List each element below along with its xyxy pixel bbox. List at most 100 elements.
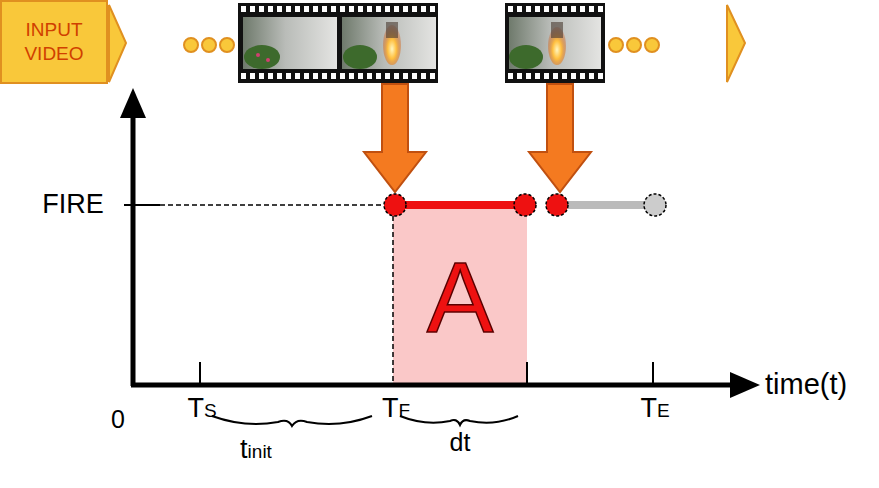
sprocket-hole [313, 6, 318, 12]
sprocket-hole [508, 73, 513, 79]
sprocket-hole [304, 6, 309, 12]
sprocket-hole [241, 73, 246, 79]
sprocket-hole [412, 73, 417, 79]
sprocket-hole [403, 6, 408, 12]
interval-label: tinit [240, 434, 272, 465]
sprocket-hole [526, 73, 531, 79]
sprocket-hole [268, 73, 273, 79]
sprocket-hole [571, 6, 576, 12]
sprocket-hole [421, 6, 426, 12]
sprocket-hole [286, 73, 291, 79]
sprocket-hole [259, 6, 264, 12]
sprocket-hole [376, 73, 381, 79]
sprocket-hole [322, 73, 327, 79]
sprocket-hole [340, 6, 345, 12]
sprocket-hole [304, 73, 309, 79]
fire-dash [160, 204, 383, 206]
input-arrow [109, 5, 126, 82]
sprocket-hole [349, 73, 354, 79]
event-dot [384, 194, 406, 216]
frame-arrow [529, 84, 591, 192]
wavy-brace [400, 416, 518, 425]
sprocket-hole [430, 6, 435, 12]
wavy-brace [212, 416, 372, 426]
sprocket-hole [589, 73, 594, 79]
sprocket-hole [358, 73, 363, 79]
tf-dash [392, 216, 394, 385]
x-axis [131, 383, 735, 388]
fire-segment [395, 201, 525, 209]
sprocket-hole [544, 73, 549, 79]
sprocket-hole [535, 73, 540, 79]
sprocket-hole [394, 73, 399, 79]
sprocket-hole [403, 73, 408, 79]
event-dot [546, 194, 568, 216]
sprocket-hole [250, 73, 255, 79]
axis-label: time(t) [765, 368, 847, 401]
sprocket-hole [430, 73, 435, 79]
sprocket-hole [571, 73, 576, 79]
sprocket-hole [553, 73, 558, 79]
interval-label: dt [450, 428, 471, 457]
event-dot [644, 194, 666, 216]
sprocket-hole [322, 6, 327, 12]
sprocket-hole [526, 6, 531, 12]
sprocket-hole [277, 6, 282, 12]
sprocket-hole [544, 6, 549, 12]
sprocket-hole [313, 73, 318, 79]
sprocket-hole [376, 6, 381, 12]
sprocket-hole [268, 6, 273, 12]
sprocket-hole [367, 73, 372, 79]
origin-label: 0 [111, 405, 125, 434]
frame-arrow [364, 84, 426, 192]
area-region [393, 205, 527, 385]
event-dot [514, 194, 536, 216]
time-label: TF [382, 393, 410, 424]
area-label-text: A [427, 235, 494, 360]
time-label: TS [187, 393, 216, 424]
sprocket-hole [562, 6, 567, 12]
sprocket-hole [331, 73, 336, 79]
sprocket-hole [295, 6, 300, 12]
sprocket-hole [517, 73, 522, 79]
sprocket-hole [295, 73, 300, 79]
sprocket-hole [580, 6, 585, 12]
sprocket-hole [598, 73, 603, 79]
sprocket-hole [589, 6, 594, 12]
sprocket-hole [241, 6, 246, 12]
sprocket-holes [241, 6, 603, 79]
input-box: INPUT VIDEO [0, 0, 108, 84]
time-label: TE [640, 393, 669, 424]
sprocket-hole [598, 6, 603, 12]
sprocket-hole [508, 6, 513, 12]
sprocket-hole [358, 6, 363, 12]
sprocket-hole [412, 6, 417, 12]
sprocket-hole [277, 73, 282, 79]
sprocket-hole [259, 73, 264, 79]
sprocket-hole [535, 6, 540, 12]
sprocket-hole [421, 73, 426, 79]
sprocket-hole [553, 6, 558, 12]
sprocket-hole [580, 73, 585, 79]
sprocket-hole [562, 73, 567, 79]
input-box-text: INPUT VIDEO [8, 18, 100, 66]
y-axis-head [120, 88, 146, 118]
sprocket-hole [340, 73, 345, 79]
y-axis [131, 112, 136, 386]
sprocket-hole [367, 6, 372, 12]
sprocket-hole [331, 6, 336, 12]
grey-segment [557, 201, 655, 209]
axis-ticks [200, 362, 653, 385]
sprocket-hole [250, 6, 255, 12]
output-arrow [727, 5, 745, 82]
sprocket-hole [517, 6, 522, 12]
sprocket-hole [349, 6, 354, 12]
area-label: A [393, 209, 527, 385]
sprocket-hole [286, 6, 291, 12]
level-label: FIRE [42, 189, 104, 220]
film-strip [505, 3, 605, 83]
sprocket-hole [385, 6, 390, 12]
sprocket-hole [385, 73, 390, 79]
fire-tick [124, 204, 160, 206]
film-strip [238, 3, 438, 83]
